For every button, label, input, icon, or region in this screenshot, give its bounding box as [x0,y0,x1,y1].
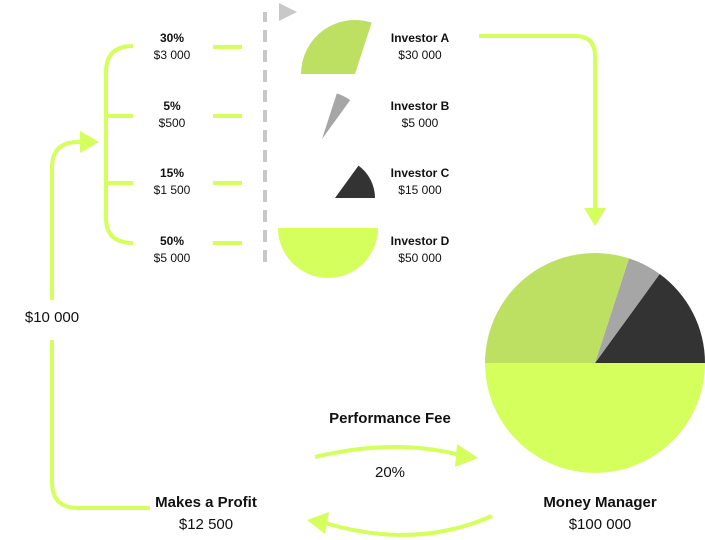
investor-investment: $30 000 [398,48,442,62]
investor-label-d: Investor D $50 000 [382,233,458,267]
to-manager-arrow [479,34,597,208]
share-amount: $1 500 [153,183,191,197]
distributed-total: $10 000 [10,309,94,326]
investor-label-b: Investor B $5 000 [382,98,458,132]
pie-slice-investor-b [595,258,660,363]
investor-investment: $5 000 [401,116,439,130]
money-manager-pie [485,252,705,473]
share-amount: $5 000 [153,251,191,265]
investor-investment: $50 000 [398,251,442,265]
pie-slice-investor-a [485,252,629,363]
profit-arrowhead-icon [307,512,329,534]
investor-name: Investor D [390,234,450,248]
wedge-investor-b [322,93,351,139]
share-pct: 30% [159,31,185,45]
pie-slice-investor-d [485,363,705,473]
share-label-a: 30% $3 000 [146,30,198,64]
fee-arrowhead-icon [455,444,478,467]
investor-name: Investor B [390,99,450,113]
share-amount: $3 000 [153,48,191,62]
share-pct: 15% [159,166,185,180]
return-line [50,140,150,510]
distribution-bracket [104,44,134,245]
investor-label-c: Investor C $15 000 [382,165,458,199]
profit-label: Makes a Profit [155,494,257,511]
fee-label: Performance Fee [329,410,451,427]
share-label-c: 15% $1 500 [146,165,198,199]
return-arrowhead-icon [80,131,99,153]
share-pct: 5% [163,99,181,113]
share-label-b: 5% $500 [146,98,198,132]
investor-label-a: Investor A $30 000 [382,30,458,64]
investor-investment: $15 000 [398,183,442,197]
share-amount: $500 [158,116,186,130]
connector-dashes [213,45,242,245]
investor-name: Investor A [390,31,450,45]
share-pct: 50% [159,234,185,248]
wedge-investor-a [300,19,372,74]
timeline-arrow-icon [279,3,297,21]
manager-label: Money Manager [543,494,657,511]
fee-rate: 20% [374,464,406,481]
to-manager-arrowhead-icon [584,208,606,226]
investor-name: Investor C [390,166,450,180]
share-label-d: 50% $5 000 [146,233,198,267]
pie-slice-investor-c [595,274,705,363]
manager-amount: $100 000 [568,516,632,533]
wedge-investor-c [335,165,375,198]
wedge-investor-d [278,228,378,278]
profit-amount: $12 500 [178,516,234,533]
investor-wedges [278,19,378,278]
profit-arrow [324,514,493,537]
fee-arrow [314,444,461,459]
